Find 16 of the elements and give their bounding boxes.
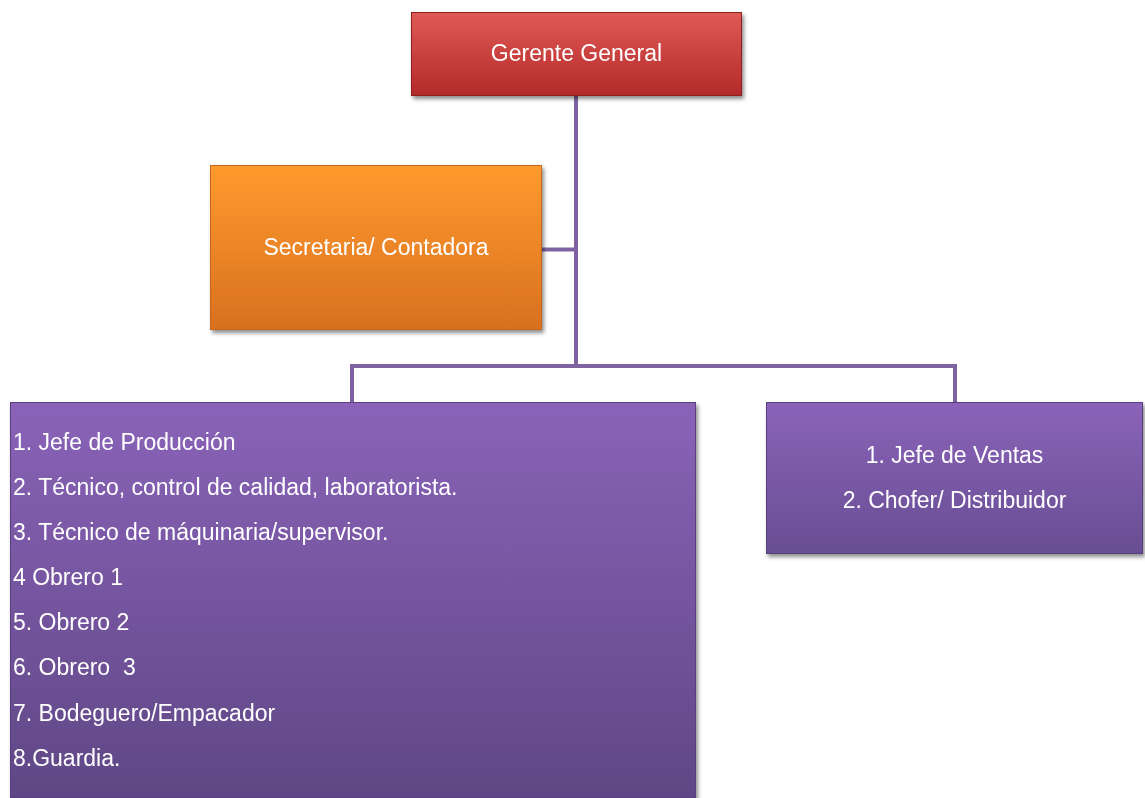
role-list-item: 5. Obrero 2 <box>13 609 130 637</box>
role-list-item: 1. Jefe de Producción <box>13 429 236 457</box>
role-box <box>766 402 1143 554</box>
role-box <box>10 402 696 798</box>
role-box <box>210 165 542 330</box>
top-role-box <box>411 12 742 96</box>
role-list-item: 3. Técnico de máquinaria/supervisor. <box>13 519 389 547</box>
role-list-item: 4 Obrero 1 <box>13 564 123 592</box>
role-list-item: 6. Obrero 3 <box>13 654 136 683</box>
role-title: Secretaria/ Contadora <box>263 233 489 262</box>
role-list-item: 1. Jefe de Ventas <box>865 441 1044 470</box>
role-list-item: 7. Bodeguero/Empacador <box>13 699 276 728</box>
role-title: Gerente General <box>490 40 663 68</box>
role-list-item: 2. Técnico, control de calidad, laboratorista. <box>13 474 458 502</box>
role-list-item: 8.Guardia. <box>13 744 121 773</box>
role-list-item: 2. Chofer/ Distribuidor <box>842 486 1067 515</box>
